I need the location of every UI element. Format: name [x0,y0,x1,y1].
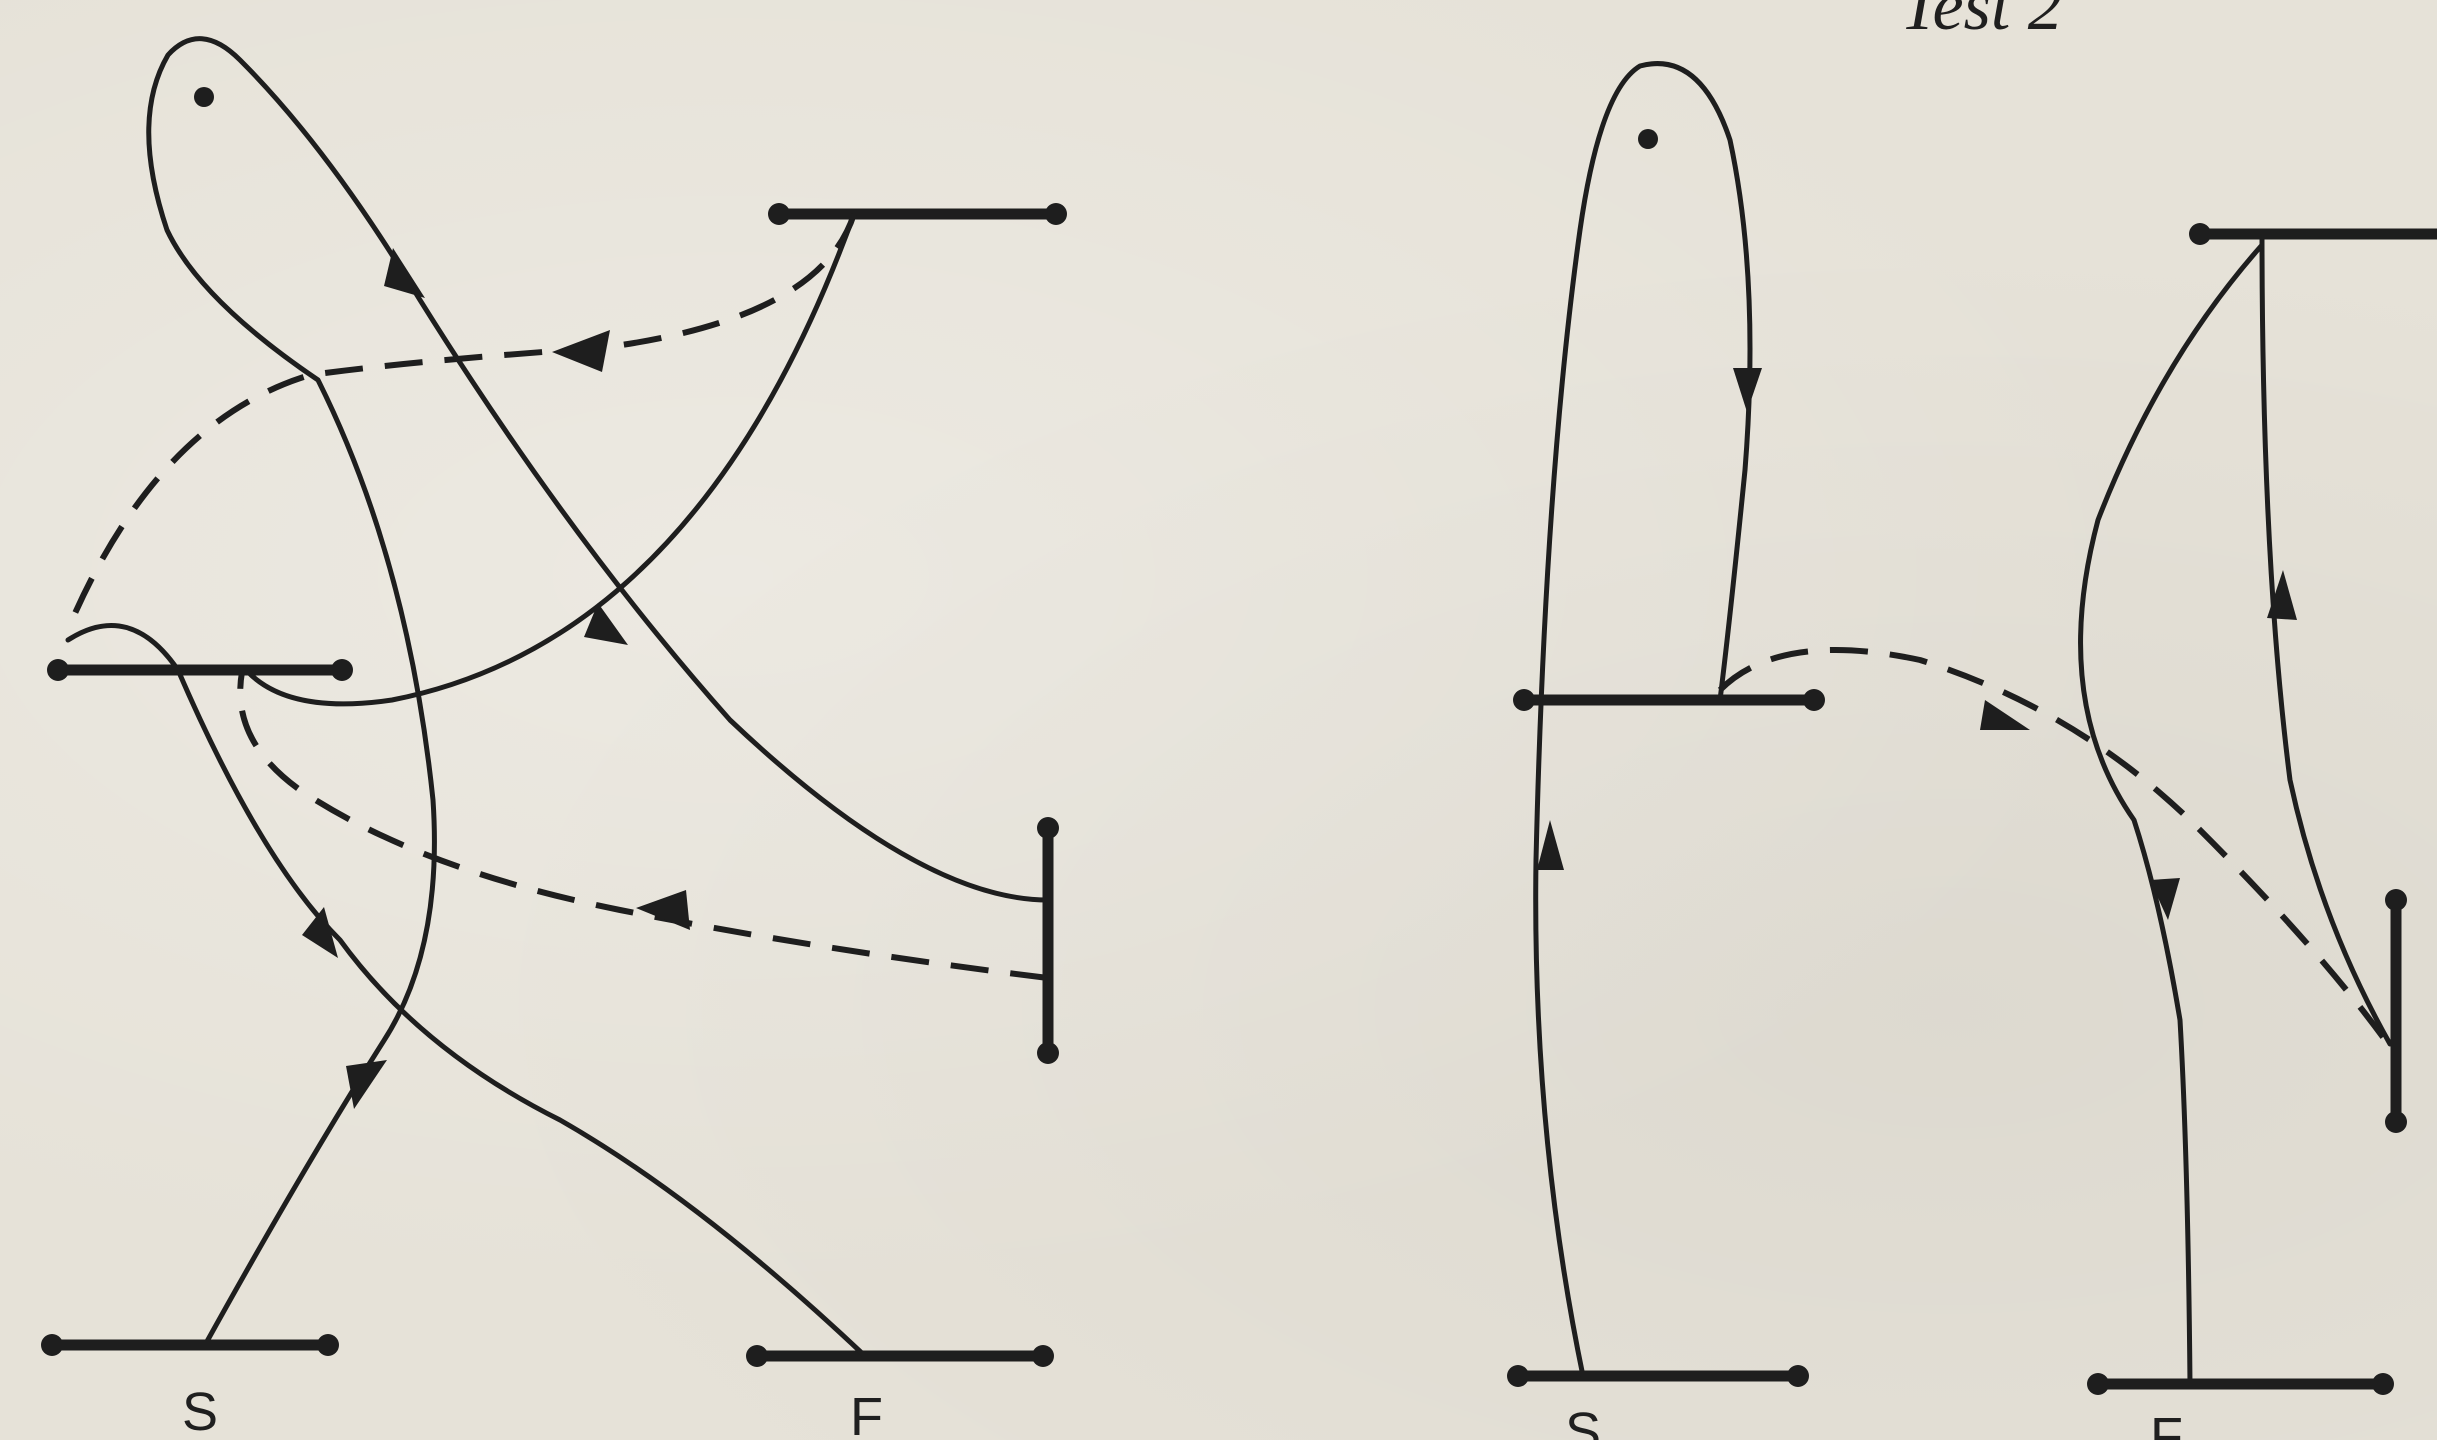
right-dashed-curve [1717,647,2391,1046]
left-bar-top-right [768,203,1067,225]
right-arrow-3 [1980,700,2030,730]
left-arrow-4 [346,1060,387,1109]
right-start-dot [1638,129,1658,149]
right-finish-label: F [2150,1407,2183,1440]
left-dashed-lower [237,671,1049,981]
left-bar-middle [47,659,353,681]
right-panel [1507,61,2437,1395]
left-solid-curve-to-finish [65,623,868,1359]
right-arrow-1 [1733,368,1762,412]
right-bar-vertical [2385,889,2407,1133]
right-solid-up-to-top [2259,231,2393,1047]
right-bar-top [2189,223,2437,245]
figure-heading: Test 2 [1900,0,2063,45]
left-solid-curve-to-top-bar [245,211,857,707]
right-arrow-4 [2267,570,2297,620]
right-solid-loop [1533,61,1753,1379]
left-panel [41,36,1067,1367]
right-bar-middle [1513,689,1825,711]
left-arrow-6 [636,890,690,930]
left-arrow-3 [302,907,338,958]
left-arrow-5 [552,330,610,372]
right-bar-finish [2087,1373,2394,1395]
right-arrow-5 [2150,878,2180,920]
left-arrow-1 [384,248,425,298]
left-dashed-upper [69,213,857,622]
left-arrow-2 [584,603,628,645]
left-solid-loop [146,36,1051,1348]
right-bar-start [1507,1365,1809,1387]
left-start-label: S [182,1382,219,1440]
left-start-dot [194,87,214,107]
right-arrow-2 [1537,820,1564,870]
left-bar-vertical-right [1037,817,1059,1064]
left-bar-start [41,1334,339,1356]
left-finish-label: F [850,1387,883,1440]
right-start-label: S [1565,1402,1602,1440]
right-solid-down-to-finish [2078,242,2265,1387]
left-bar-finish [746,1345,1054,1367]
